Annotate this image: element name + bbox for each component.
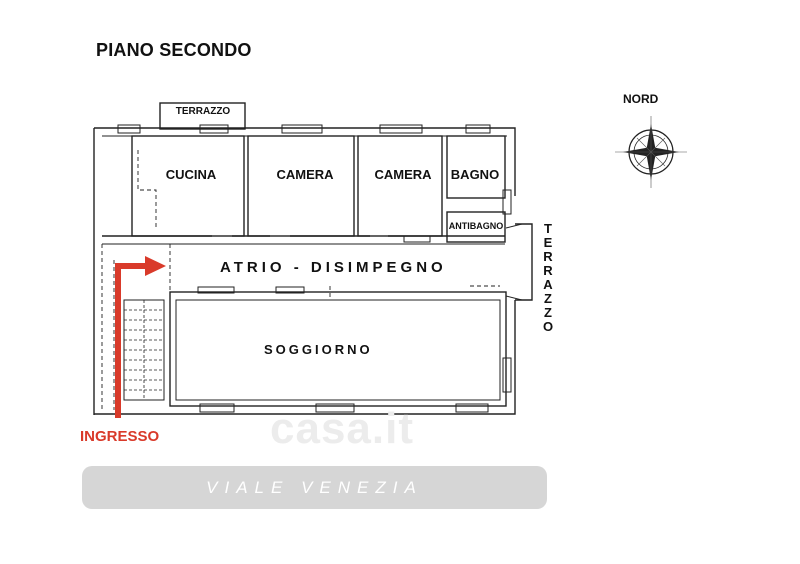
street-band: VIALE VENEZIA (82, 466, 547, 509)
bedroom-2-label: CAMERA (374, 167, 432, 182)
anti-bathroom-outline (446, 211, 506, 243)
bathroom-outline (446, 135, 506, 199)
bedroom-1-label: CAMERA (276, 167, 334, 182)
entrance-label: INGRESSO (80, 428, 160, 445)
kitchen-label: CUCINA (165, 167, 217, 182)
outer-wall-bottom (94, 300, 516, 415)
terrace-side-outline (515, 223, 533, 301)
terrace-top-label: TERRAZZO (175, 106, 231, 117)
terrace-top-outline (159, 102, 246, 130)
bathroom-label: BAGNO (450, 167, 500, 182)
plan-title: PIANO SECONDO (96, 40, 252, 60)
watermark-logo: casa.it (270, 404, 414, 453)
street-label: VIALE VENEZIA (206, 478, 423, 497)
outer-wall-top (94, 127, 516, 196)
terrace-side-label: TERRAZZO (542, 221, 554, 334)
living-room-outline (169, 291, 507, 407)
north-label: NORD (623, 92, 659, 106)
atrium-label: ATRIO - DISIMPEGNO (220, 259, 447, 276)
anti-bathroom-label: ANTIBAGNO (448, 221, 504, 231)
living-room-label: SOGGIORNO (264, 342, 373, 357)
